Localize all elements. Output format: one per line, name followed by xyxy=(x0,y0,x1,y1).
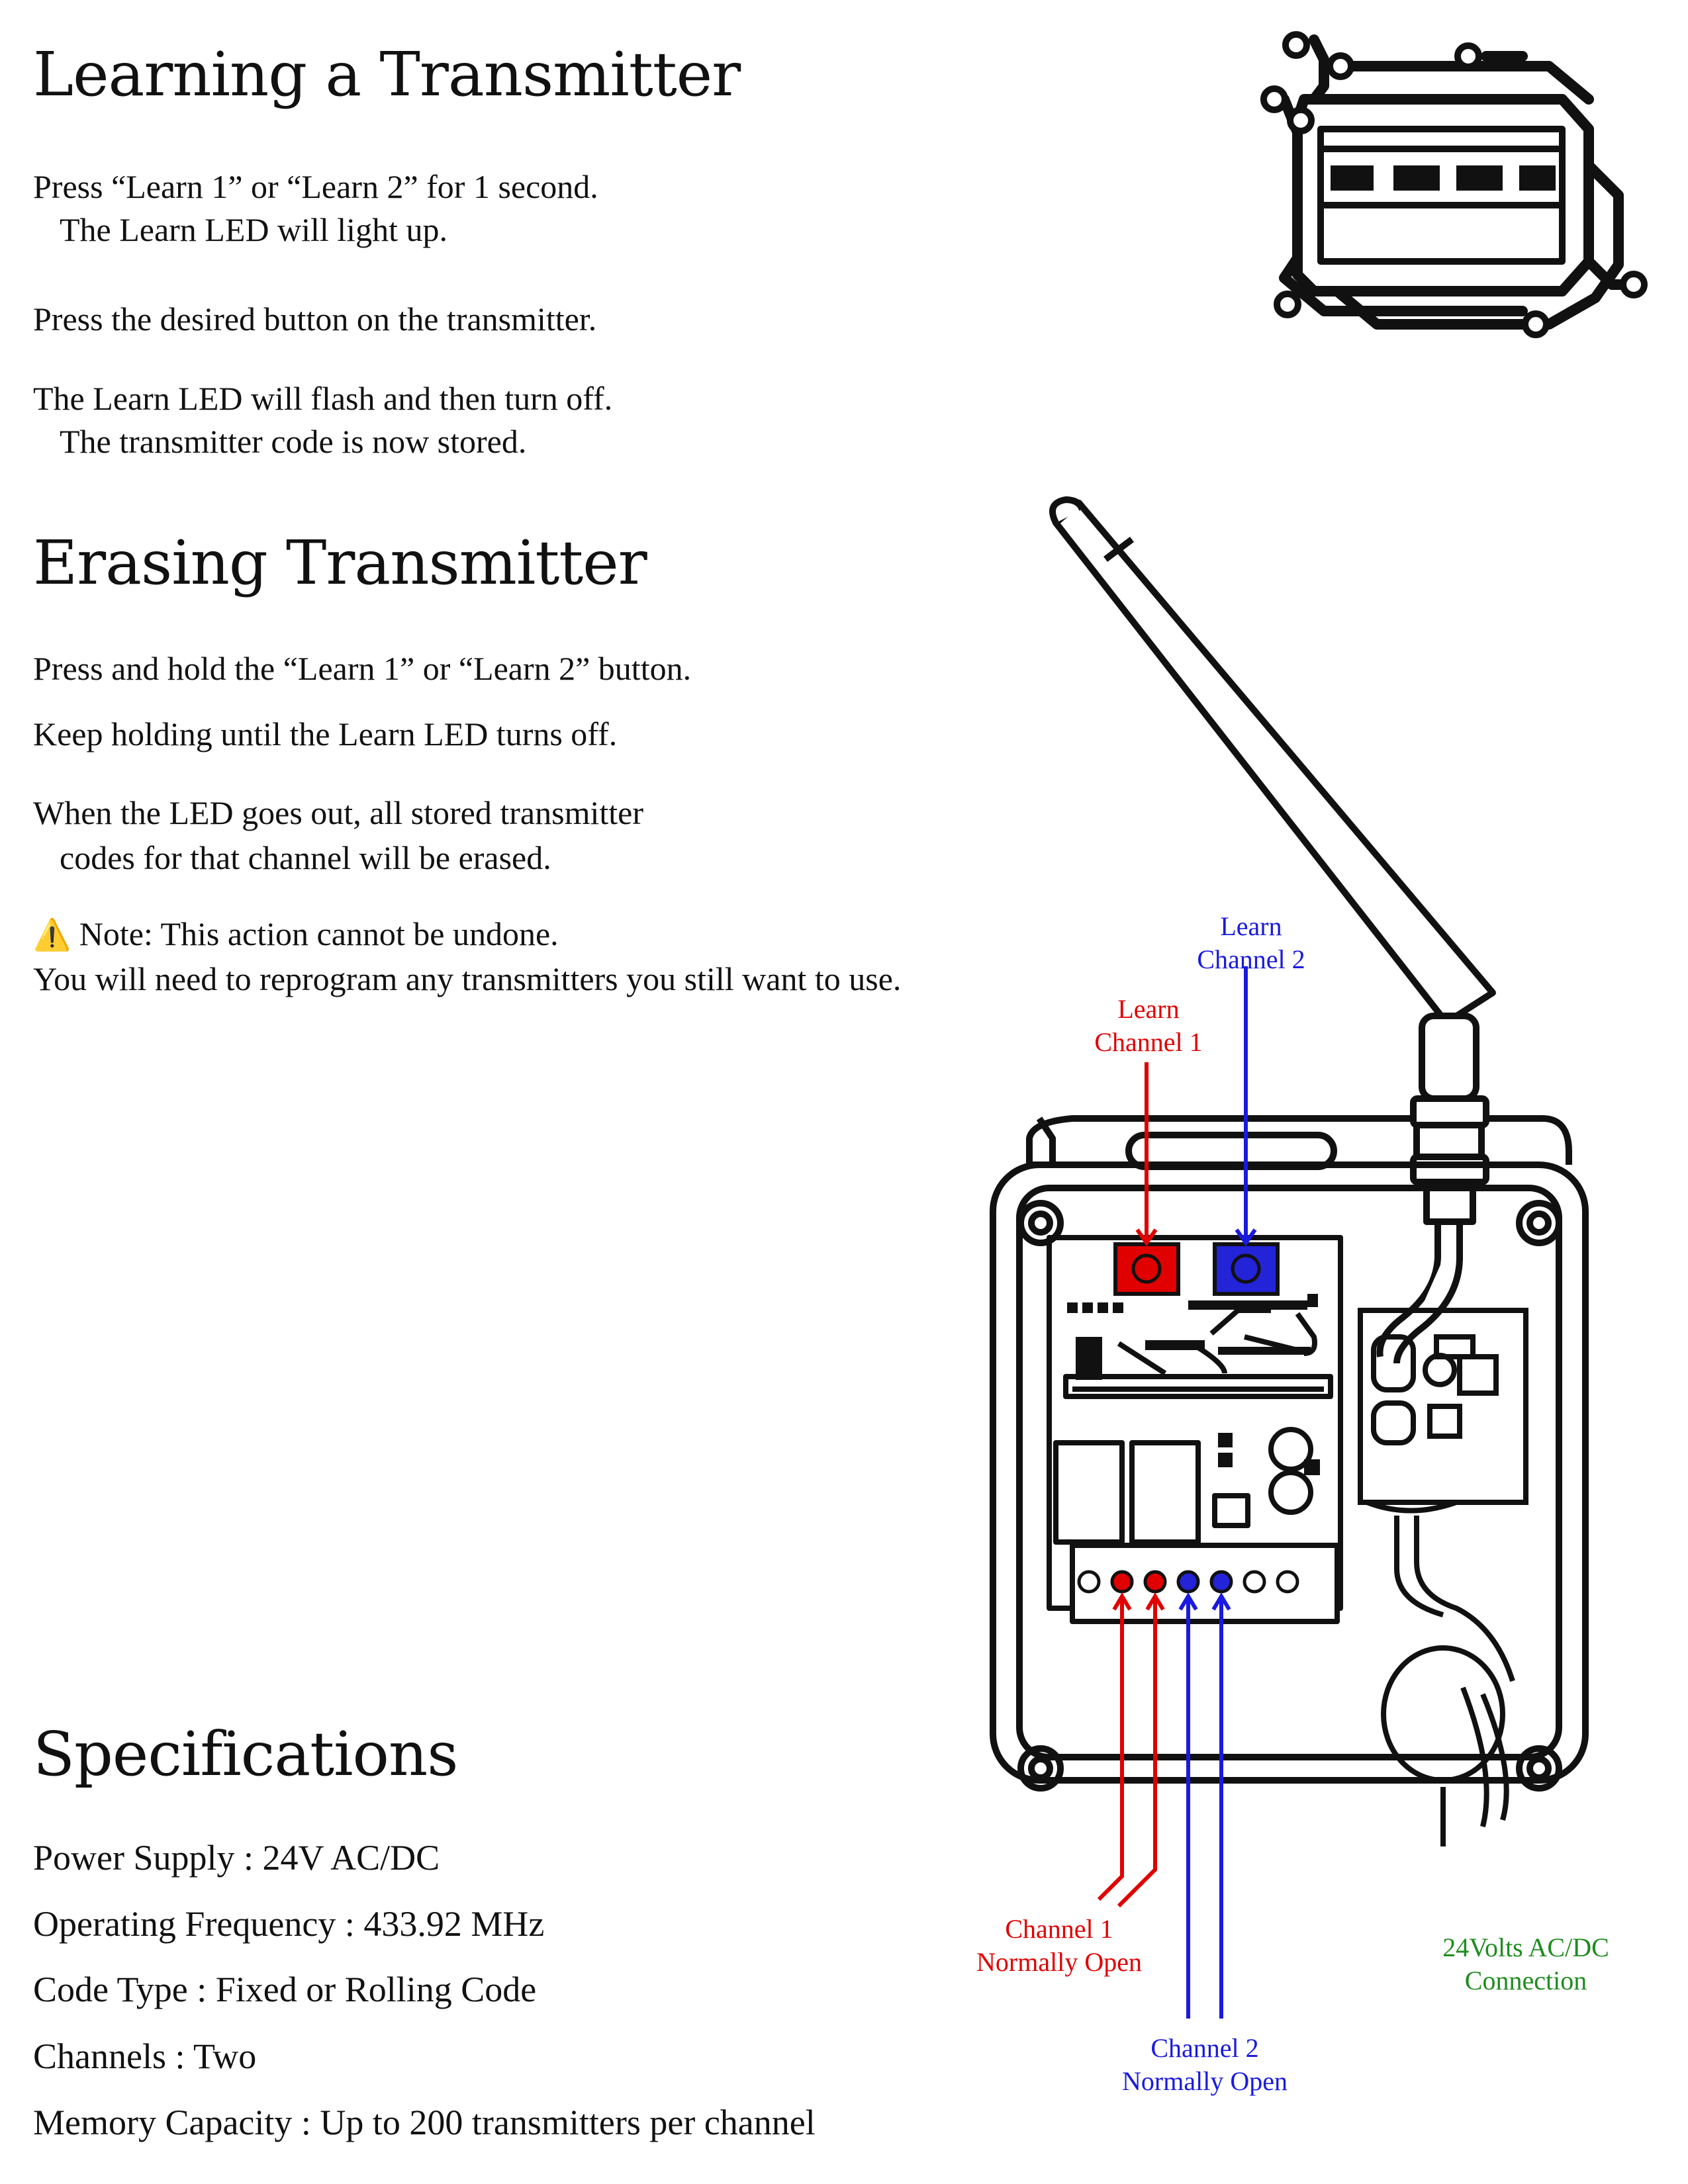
note-line-2: You will need to reprogram any transmitt… xyxy=(33,960,902,997)
receiver-board xyxy=(1047,1235,1343,1624)
terminal-block xyxy=(1077,1570,1299,1594)
learning-step-3-line-2: The transmitter code is now stored. xyxy=(60,423,527,460)
label-channel-2-line-1: Channel 2 xyxy=(1150,2033,1259,2063)
label-power-connection: 24Volts AC/DC Connection xyxy=(1417,1931,1635,1997)
spec-label: Code Type xyxy=(33,1970,188,2009)
learning-title: Learning a Transmitter xyxy=(33,39,741,110)
label-channel-1-normally-open: Channel 1 Normally Open xyxy=(953,1913,1165,1979)
spec-value: 433.92 MHz xyxy=(363,1904,545,1944)
erasing-step-1: Press and hold the “Learn 1” or “Learn 2… xyxy=(33,650,692,687)
label-power-line-1: 24Volts AC/DC xyxy=(1442,1933,1609,1962)
power-module xyxy=(1358,1308,1528,1846)
spec-label: Operating Frequency xyxy=(33,1904,336,1944)
antenna-icon xyxy=(1049,496,1496,1364)
spec-label: Power Supply xyxy=(33,1838,235,1878)
circuit-board-icon xyxy=(1260,31,1648,338)
specifications-title: Specifications xyxy=(33,1719,458,1790)
circuit-chip-pads xyxy=(1331,165,1556,191)
spec-code-type: Code Type : Fixed or Rolling Code xyxy=(33,1969,536,2010)
label-learn-channel-2-line-1: Learn xyxy=(1220,911,1282,941)
erasing-step-2: Keep holding until the Learn LED turns o… xyxy=(33,715,618,752)
spec-power-supply: Power Supply : 24V AC/DC xyxy=(33,1837,440,1878)
spec-separator: : xyxy=(292,2103,320,2142)
spec-label: Memory Capacity xyxy=(33,2103,293,2142)
label-learn-channel-1-line-2: Channel 1 xyxy=(1094,1027,1203,1057)
label-power-line-2: Connection xyxy=(1464,1966,1587,1995)
board-components xyxy=(1067,1294,1324,1475)
learn-channel-2-button xyxy=(1213,1242,1280,1296)
learning-step-2: Press the desired button on the transmit… xyxy=(33,300,597,338)
spec-value: Up to 200 transmitters per channel xyxy=(320,2103,816,2142)
label-learn-channel-1: Learn Channel 1 xyxy=(1082,993,1215,1059)
learning-step-3-line-1: The Learn LED will flash and then turn o… xyxy=(33,380,613,417)
erasing-note: ⚠️ Note: This action cannot be undone. Y… xyxy=(33,912,901,1001)
erasing-title: Erasing Transmitter xyxy=(33,527,647,598)
spec-operating-frequency: Operating Frequency : 433.92 MHz xyxy=(33,1903,544,1944)
learning-step-3: The Learn LED will flash and then turn o… xyxy=(33,377,612,463)
learn-channel-1-button xyxy=(1113,1242,1180,1296)
spec-value: 24V AC/DC xyxy=(262,1838,440,1878)
spec-separator: : xyxy=(336,1904,364,1944)
label-learn-channel-1-line-1: Learn xyxy=(1117,994,1180,1024)
spec-label: Channels xyxy=(33,2036,166,2076)
erasing-step-3: When the LED goes out, all stored transm… xyxy=(33,791,643,880)
erasing-step-3-line-2: codes for that channel will be erased. xyxy=(60,839,551,876)
learning-step-1: Press “Learn 1” or “Learn 2” for 1 secon… xyxy=(33,165,598,251)
note-line-1: Note: This action cannot be undone. xyxy=(79,915,559,952)
label-channel-1-line-1: Channel 1 xyxy=(1005,1914,1113,1944)
learn-channel-1-arrow xyxy=(1135,1062,1158,1247)
channel-2-output-arrows xyxy=(1178,1592,1231,2019)
warning-icon: ⚠️ xyxy=(33,918,71,952)
label-learn-channel-2: Learn Channel 2 xyxy=(1185,910,1317,976)
learning-step-1-line-1: Press “Learn 1” or “Learn 2” for 1 secon… xyxy=(33,168,598,205)
spec-separator: : xyxy=(187,1970,216,2009)
spec-channels: Channels : Two xyxy=(33,2036,256,2077)
spec-value: Fixed or Rolling Code xyxy=(215,1970,537,2009)
erasing-step-3-line-1: When the LED goes out, all stored transm… xyxy=(33,794,643,831)
spec-separator: : xyxy=(234,1838,263,1878)
enclosure-outline xyxy=(990,1115,1589,1792)
spec-memory-capacity: Memory Capacity : Up to 200 transmitters… xyxy=(33,2102,816,2143)
learning-step-1-line-2: The Learn LED will light up. xyxy=(60,211,447,248)
spec-separator: : xyxy=(165,2036,194,2076)
label-channel-1-line-2: Normally Open xyxy=(976,1947,1142,1977)
spec-value: Two xyxy=(193,2036,257,2076)
learn-channel-2-arrow xyxy=(1235,966,1257,1247)
label-channel-2-line-2: Normally Open xyxy=(1122,2066,1288,2096)
label-channel-2-normally-open: Channel 2 Normally Open xyxy=(1099,2032,1311,2098)
channel-1-output-arrows xyxy=(1097,1592,1165,1908)
label-learn-channel-2-line-2: Channel 2 xyxy=(1197,944,1305,974)
